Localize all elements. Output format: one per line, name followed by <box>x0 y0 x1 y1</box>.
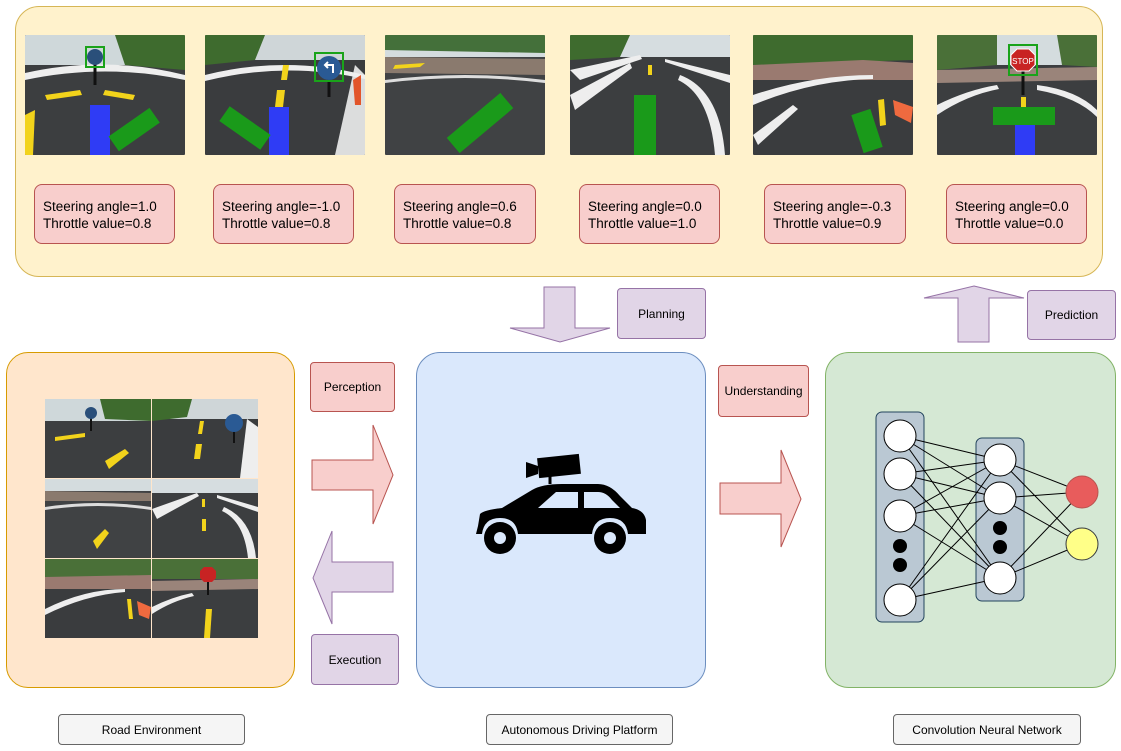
road-frame-2 <box>205 35 365 155</box>
mosaic-cell <box>45 479 151 558</box>
steering-angle-label: Steering angle=-0.3 <box>773 199 892 214</box>
road-frame-5 <box>753 35 913 155</box>
mosaic-cell <box>152 559 258 638</box>
throttle-value-label: Throttle value=0.9 <box>773 216 882 231</box>
perception-tag: Perception <box>310 362 395 412</box>
perception-right-arrow <box>311 424 394 525</box>
control-values-4: Steering angle=0.0 Throttle value=1.0 <box>579 184 720 244</box>
steering-angle-label: Steering angle=0.6 <box>403 199 517 214</box>
cnn-panel <box>825 352 1116 688</box>
throttle-value-label: Throttle value=0.8 <box>222 216 331 231</box>
control-values-6: Steering angle=0.0 Throttle value=0.0 <box>946 184 1087 244</box>
steering-angle-label: Steering angle=-1.0 <box>222 199 341 214</box>
throttle-value-label: Throttle value=0.8 <box>403 216 512 231</box>
stop-sign-text: STOP <box>1012 57 1034 66</box>
control-values-1: Steering angle=1.0 Throttle value=0.8 <box>34 184 175 244</box>
prediction-up-arrow <box>923 285 1025 343</box>
road-frame-3 <box>385 35 545 155</box>
training-samples-panel <box>15 6 1103 277</box>
control-values-3: Steering angle=0.6 Throttle value=0.8 <box>394 184 536 244</box>
road-frame-1 <box>25 35 185 155</box>
control-values-2: Steering angle=-1.0 Throttle value=0.8 <box>213 184 354 244</box>
understanding-right-arrow <box>719 449 802 548</box>
prediction-tag: Prediction <box>1027 290 1116 340</box>
steering-angle-label: Steering angle=0.0 <box>955 199 1069 214</box>
control-values-5: Steering angle=-0.3 Throttle value=0.9 <box>764 184 906 244</box>
mosaic-cell <box>45 399 151 478</box>
execution-tag: Execution <box>311 634 399 685</box>
caption-cnn: Convolution Neural Network <box>893 714 1081 745</box>
steering-angle-label: Steering angle=0.0 <box>588 199 702 214</box>
throttle-value-label: Throttle value=0.8 <box>43 216 152 231</box>
throttle-value-label: Throttle value=1.0 <box>588 216 697 231</box>
road-frame-4 <box>570 35 730 155</box>
neural-network-diagram <box>875 411 1099 623</box>
road-image-mosaic <box>45 399 258 639</box>
throttle-value-label: Throttle value=0.0 <box>955 216 1064 231</box>
mosaic-cell <box>152 479 258 558</box>
road-frame-6: STOP <box>937 35 1097 155</box>
caption-autonomous-driving-platform: Autonomous Driving Platform <box>486 714 673 745</box>
execution-left-arrow <box>312 530 394 625</box>
caption-road-environment: Road Environment <box>58 714 245 745</box>
planning-tag: Planning <box>617 288 706 339</box>
mosaic-cell <box>45 559 151 638</box>
mosaic-cell <box>152 399 258 478</box>
steering-angle-label: Steering angle=1.0 <box>43 199 157 214</box>
car-with-camera-icon <box>476 453 646 554</box>
understanding-tag: Understanding <box>718 365 809 417</box>
planning-down-arrow <box>509 286 611 343</box>
